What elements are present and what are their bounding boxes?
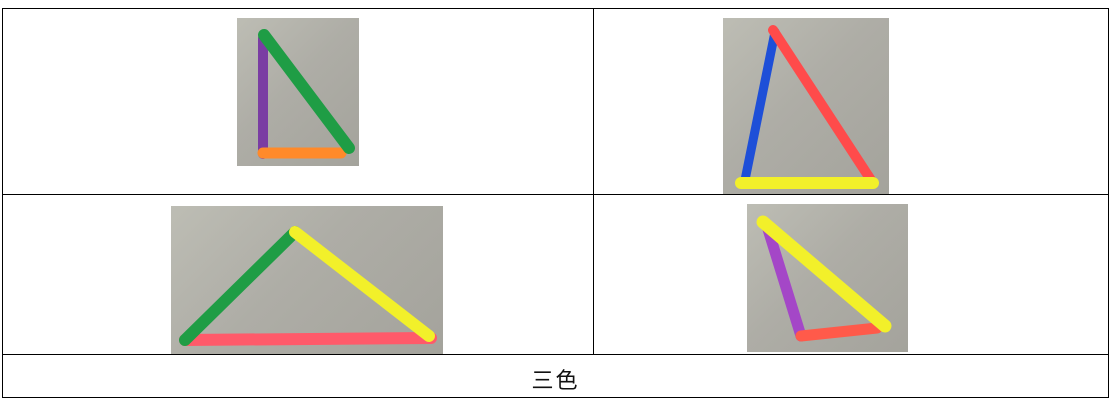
photo-table: 三色 [2, 8, 1109, 398]
stick-green [179, 226, 301, 346]
stick-red [768, 25, 876, 185]
table-row [2, 8, 1109, 195]
stick-purple [761, 220, 807, 342]
stick-orange-red [795, 322, 883, 342]
photo-triangle-1 [237, 18, 359, 166]
triangle-sticks-1 [257, 29, 355, 159]
triangle-sticks-2 [735, 25, 879, 189]
table-cell-r2c1 [2, 194, 594, 355]
stick-yellow [756, 215, 892, 333]
stick-yellow [289, 226, 435, 342]
triangle-sticks-3 [179, 226, 437, 346]
stick-blue [740, 27, 780, 185]
table-cell-r2c2 [593, 194, 1109, 355]
caption-cell: 三色 [2, 354, 1109, 398]
stick-green [258, 29, 355, 154]
triangle-sticks-4 [756, 215, 892, 342]
table-cell-r1c1 [2, 8, 594, 195]
table-cell-r1c2 [593, 8, 1109, 195]
photo-triangle-4 [747, 204, 908, 352]
table-row: 三色 [2, 354, 1109, 398]
stick-pink-red [179, 332, 437, 346]
caption-text: 三色 [531, 369, 580, 394]
table-row [2, 194, 1109, 355]
photo-triangle-3 [171, 206, 443, 354]
photo-triangle-2 [723, 18, 889, 194]
